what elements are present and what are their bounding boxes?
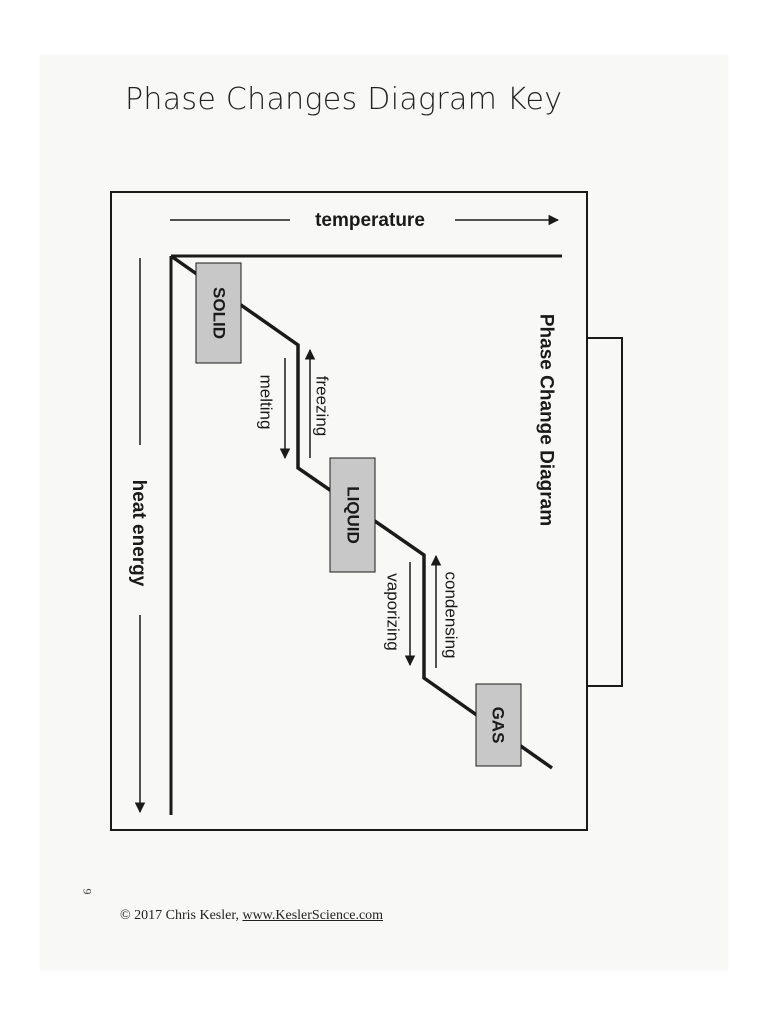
condensing-label: condensing: [442, 572, 461, 659]
liquid-state-box: LIQUID: [329, 457, 376, 573]
liquid-label: LIQUID: [344, 486, 363, 544]
vaporizing-label: vaporizing: [384, 573, 403, 651]
solid-state-box: SOLID: [195, 262, 242, 364]
page-title: Phase Changes Diagram Key: [125, 82, 563, 117]
footer-copyright: © 2017 Chris Kesler, www.KeslerScience.c…: [120, 908, 383, 924]
gas-label: GAS: [489, 707, 508, 744]
solid-label: SOLID: [210, 287, 229, 339]
temperature-label: temperature: [315, 210, 425, 231]
diagram-title: Phase Change Diagram: [536, 314, 557, 526]
melting-label: melting: [257, 375, 276, 430]
heat-energy-label: heat energy: [128, 480, 149, 587]
page-number: 9: [80, 888, 95, 895]
website-link[interactable]: www.KeslerScience.com: [242, 908, 384, 923]
worksheet-page: [40, 55, 728, 970]
copyright-text: © 2017 Chris Kesler,: [120, 908, 243, 923]
diagram-frame: [110, 191, 588, 831]
gas-state-box: GAS: [475, 683, 522, 767]
side-bracket: [587, 337, 623, 687]
freezing-label: freezing: [313, 376, 332, 436]
